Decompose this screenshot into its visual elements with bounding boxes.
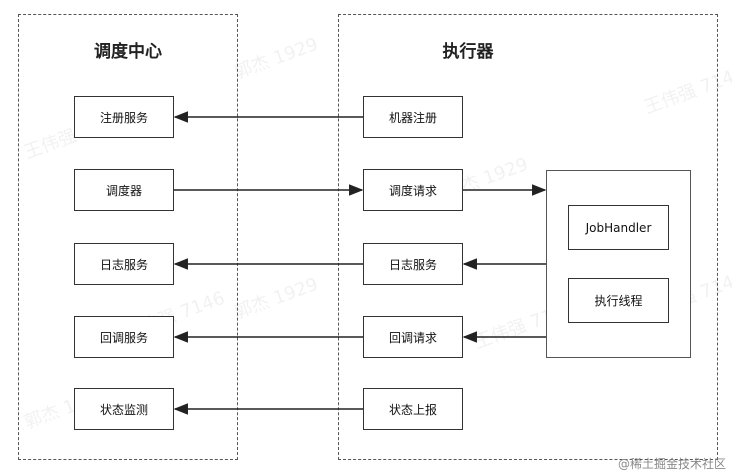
scheduler-panel-title: 调度中心 (94, 42, 162, 62)
brand-watermark: @稀土掘金技术社区 (617, 457, 726, 471)
callback-request-node: 回调请求 (363, 316, 463, 358)
executor-panel-title: 执行器 (442, 42, 494, 62)
status-monitor-label: 状态监测 (99, 402, 148, 417)
jobhandler-node: JobHandler (568, 205, 669, 250)
log-service-right-node: 日志服务 (363, 243, 463, 285)
log-service-left-node: 日志服务 (74, 243, 174, 285)
callback-service-label: 回调服务 (99, 330, 148, 345)
machine-register-node: 机器注册 (363, 96, 463, 138)
callback-service-node: 回调服务 (74, 316, 174, 358)
register-service-node: 注册服务 (74, 96, 174, 138)
executor-panel: 执行器 (338, 14, 718, 460)
callback-request-label: 回调请求 (388, 330, 437, 345)
schedule-request-label: 调度请求 (388, 183, 437, 198)
jobhandler-label: JobHandler (585, 220, 652, 235)
scheduler-node: 调度器 (74, 169, 174, 211)
status-report-label: 状态上报 (388, 402, 437, 417)
log-service-left-label: 日志服务 (99, 257, 148, 272)
register-service-label: 注册服务 (99, 110, 148, 125)
execution-thread-label: 执行线程 (594, 294, 643, 308)
machine-register-label: 机器注册 (388, 110, 437, 125)
status-monitor-node: 状态监测 (74, 388, 174, 430)
log-service-right-label: 日志服务 (388, 257, 437, 272)
schedule-request-node: 调度请求 (363, 169, 463, 211)
status-report-node: 状态上报 (363, 388, 463, 430)
job-container (546, 170, 691, 358)
execution-thread-node: 执行线程 (568, 278, 669, 323)
scheduler-label: 调度器 (105, 183, 142, 198)
scheduler-panel: 调度中心 (18, 14, 238, 460)
